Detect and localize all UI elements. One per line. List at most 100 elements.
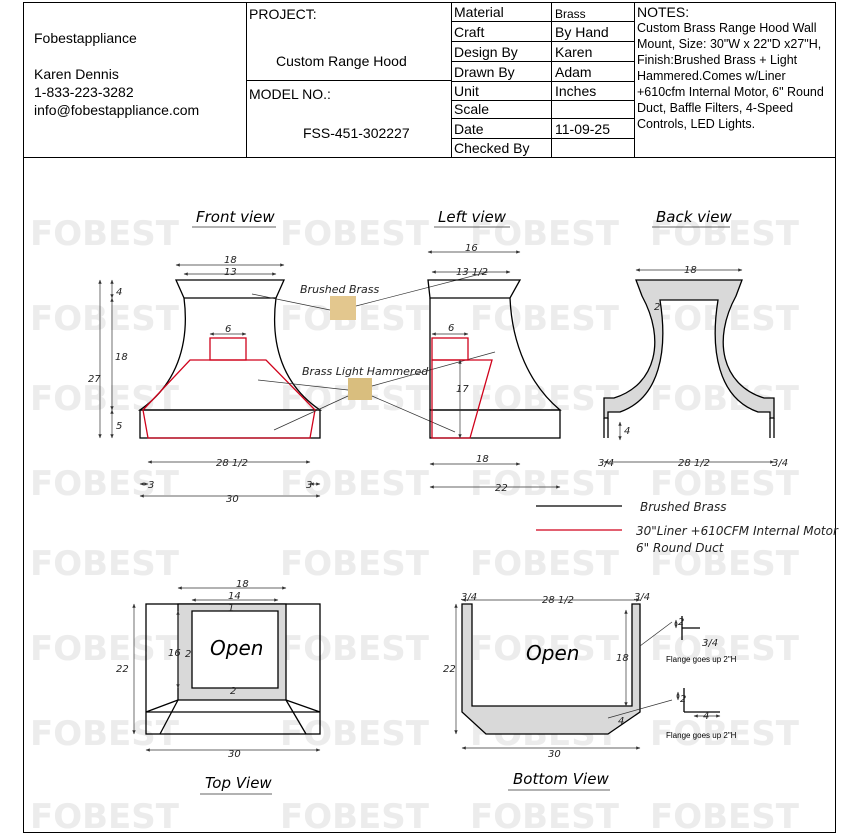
project-value: Custom Range Hood (276, 53, 407, 69)
bottom-view-open-label: Open (526, 641, 579, 665)
left-dim-total-width: 22 (495, 483, 508, 494)
spec-key-scale: Scale (454, 101, 490, 117)
watermark-12: FOBEST (650, 379, 800, 419)
top-dim-thickness-3: 2 (230, 686, 236, 697)
flange-dim-3: 2 (680, 694, 686, 705)
watermark-32: FOBEST (650, 797, 800, 837)
watermark-29: FOBEST (30, 797, 180, 837)
spec-value-design: Karen (555, 44, 593, 60)
bottom-dim-liner-width: 28 1/2 (542, 595, 574, 606)
watermark-16: FOBEST (650, 464, 800, 504)
brushed-brass-swatch (330, 296, 356, 320)
bottom-dim-base: 4 (618, 716, 624, 727)
top-dim-inner-width: 14 (228, 591, 241, 602)
flange-dim-4: 4 (703, 711, 709, 722)
hammered-brass-callout: Brass Light Hammered (302, 365, 429, 378)
material-callouts: Brushed Brass Brass Light Hammered (251, 271, 496, 433)
back-view-title: Back view (656, 208, 732, 226)
back-dim-flange: 4 (624, 426, 630, 437)
spec-key-craft: Craft (454, 24, 485, 40)
left-dim-liner-height: 17 (456, 384, 469, 395)
left-dim-top-width: 16 (465, 243, 478, 254)
contact-name: Karen Dennis (34, 66, 119, 82)
left-view: 16 13 1/2 6 17 18 22 (427, 243, 562, 494)
spec-key-drawn: Drawn By (454, 64, 515, 80)
bottom-dim-side-left: 3/4 (461, 592, 477, 603)
legend: Brushed Brass 30"Liner +610CFM Internal … (536, 500, 839, 555)
watermark-14: FOBEST (280, 464, 430, 504)
watermark-5: FOBEST (30, 299, 180, 339)
front-dim-duct: 6 (225, 324, 231, 335)
watermark-18: FOBEST (280, 544, 430, 584)
left-dim-duct: 6 (448, 323, 454, 334)
spec-key-checked: Checked By (454, 140, 530, 156)
spec-value-date: 11-09-25 (555, 121, 611, 137)
front-dim-liner-width: 28 1/2 (216, 458, 248, 469)
watermark-22: FOBEST (280, 629, 430, 669)
notes-text: Custom Brass Range Hood Wall Mount, Size… (637, 21, 824, 131)
left-view-title: Left view (438, 208, 507, 226)
watermark-4: FOBEST (650, 214, 800, 254)
watermark-3: FOBEST (470, 214, 620, 254)
legend-liner-motor: 30"Liner +610CFM Internal Motor (636, 524, 839, 538)
top-view-open-label: Open (210, 636, 263, 660)
front-dim-top-height: 4 (116, 287, 122, 298)
bottom-dim-total-width: 30 (548, 749, 561, 760)
top-dim-outer-width: 18 (236, 579, 249, 590)
contact-email: info@fobestappliance.com (34, 102, 200, 118)
front-dim-inner-width: 13 (224, 267, 237, 278)
back-dim-wall: 2 (654, 302, 660, 313)
watermark-31: FOBEST (470, 797, 620, 837)
legend-brushed-brass: Brushed Brass (640, 500, 726, 514)
notes-label: NOTES: (637, 4, 690, 20)
top-dim-total-width: 30 (228, 749, 241, 760)
flange-dim-2: 3/4 (702, 638, 718, 649)
left-dim-liner-width: 18 (476, 454, 489, 465)
front-dim-top-width: 18 (224, 255, 237, 266)
spec-value-drawn: Adam (555, 64, 592, 80)
top-dim-thickness-2: 2 (185, 649, 191, 660)
model-label: MODEL NO.: (249, 86, 331, 102)
front-dim-mid-height: 18 (115, 352, 128, 363)
back-view: 18 2 4 3/4 28 1/2 3/4 (598, 265, 788, 469)
watermark-23: FOBEST (470, 629, 620, 669)
watermark-2: FOBEST (280, 214, 430, 254)
company-name: Fobestappliance (34, 30, 137, 46)
watermark-19: FOBEST (470, 544, 620, 584)
watermark-24: FOBEST (650, 629, 800, 669)
watermark-21: FOBEST (30, 629, 180, 669)
contact-phone: 1-833-223-3282 (34, 84, 134, 100)
project-label: PROJECT: (249, 6, 317, 22)
back-dim-liner-width: 28 1/2 (678, 458, 710, 469)
left-dim-inner-width: 13 1/2 (456, 267, 488, 278)
spec-key-unit: Unit (454, 83, 479, 99)
spec-value-material: Brass (555, 7, 586, 21)
spec-key-design: Design By (454, 44, 518, 60)
bottom-dim-height: 18 (616, 653, 629, 664)
watermark-28: FOBEST (650, 714, 800, 754)
front-dim-total-height: 27 (88, 374, 101, 385)
bottom-view: Open 3/4 28 1/2 3/4 18 22 4 30 2 3/4 Fla… (443, 592, 737, 760)
back-dim-side-right: 3/4 (772, 458, 788, 469)
front-dim-bottom-height: 5 (116, 421, 122, 432)
spec-key-material: Material (454, 4, 504, 20)
top-dim-depth: 22 (116, 664, 129, 675)
watermark-7: FOBEST (470, 299, 620, 339)
back-dim-top-width: 18 (684, 265, 697, 276)
flange-dim-1: 2 (678, 617, 684, 628)
top-view: Open 18 14 1 16 2 2 22 30 (116, 579, 321, 760)
bottom-dim-side-right: 3/4 (634, 592, 650, 603)
front-view-title: Front view (196, 208, 275, 226)
watermark-11: FOBEST (470, 379, 620, 419)
top-dim-inner-height: 16 (168, 648, 181, 659)
back-dim-side-left: 3/4 (598, 458, 614, 469)
watermark-1: FOBEST (30, 214, 180, 254)
top-dim-thickness-1: 1 (228, 603, 234, 614)
watermark-20: FOBEST (650, 544, 800, 584)
flange-note-2: Flange goes up 2"H (666, 731, 737, 740)
watermark-9: FOBEST (30, 379, 180, 419)
watermark-15: FOBEST (470, 464, 620, 504)
watermark-13: FOBEST (30, 464, 180, 504)
title-block: Fobestappliance Karen Dennis 1-833-223-3… (23, 2, 836, 158)
